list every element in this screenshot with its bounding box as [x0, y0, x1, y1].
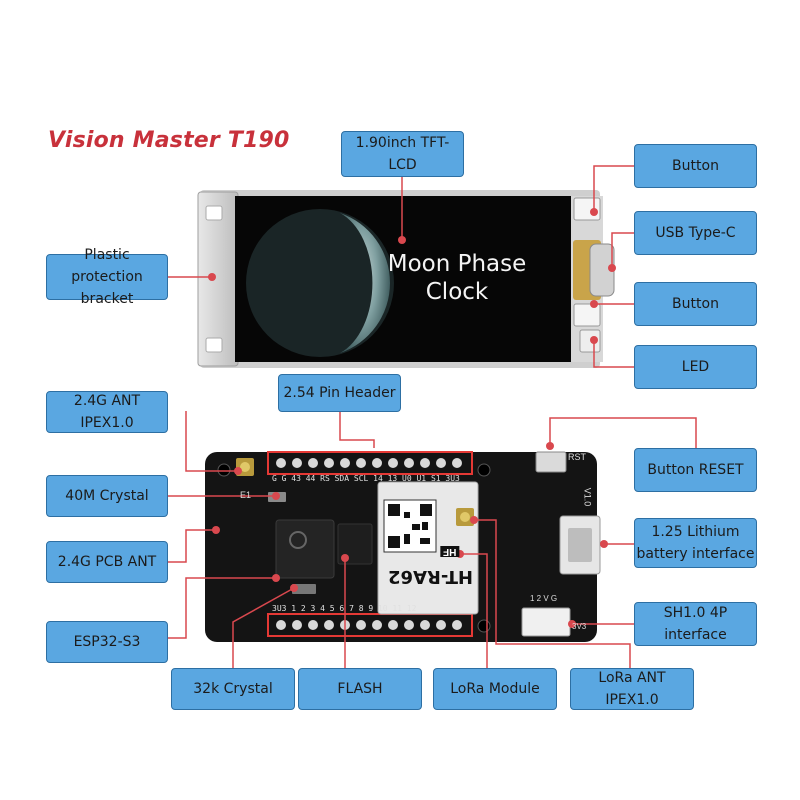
- screen-line-1: Moon Phase: [387, 251, 527, 277]
- label-crystal-40m: 40M Crystal: [46, 475, 168, 517]
- silk-sh: 1 2 V G: [530, 594, 558, 603]
- screen-text: Moon Phase Clock: [372, 250, 542, 306]
- module-name: HT-RA62: [388, 566, 474, 587]
- label-esp32: ESP32-S3: [46, 621, 168, 663]
- label-ant-24g: 2.4G ANT IPEX1.0: [46, 391, 168, 433]
- silk-rst: RST: [568, 452, 586, 462]
- label-pcb-ant: 2.4G PCB ANT: [46, 541, 168, 583]
- label-bracket-line-1: Plastic protection: [71, 247, 143, 285]
- label-flash: FLASH: [298, 668, 422, 710]
- label-button-mid: Button: [634, 282, 757, 326]
- label-lora-module: LoRa Module: [433, 668, 557, 710]
- label-pin-header: 2.54 Pin Header: [278, 374, 401, 412]
- label-sh10: SH1.0 4P interface: [634, 602, 757, 646]
- pcb-board: [205, 451, 601, 642]
- leader-lines: [168, 165, 697, 668]
- top-pin-silk: G G 43 44 RS SDA SCL 14 13 U0 U1 S1 3U3: [272, 474, 460, 483]
- silk-3v3: 3V3: [572, 622, 587, 631]
- bottom-pin-header: [267, 613, 473, 637]
- bottom-pin-silk: 3U3 1 2 3 4 5 6 7 8 9 10 11 12: [272, 604, 417, 613]
- label-lithium-line-2: battery interface: [636, 546, 755, 562]
- label-button-top: Button: [634, 144, 757, 188]
- sh10-connector: [521, 607, 571, 637]
- crystal-32k-part: [292, 584, 316, 594]
- reset-button-part: [535, 451, 567, 473]
- label-usb-type-c: USB Type-C: [634, 211, 757, 255]
- label-bracket-line-2: bracket: [80, 291, 134, 307]
- silk-e1: E1: [240, 490, 252, 500]
- esp32-chip: [275, 519, 335, 579]
- label-button-reset: Button RESET: [634, 448, 757, 492]
- top-pin-header: [267, 451, 473, 475]
- label-lora-ant: LoRa ANT IPEX1.0: [570, 668, 694, 710]
- label-lithium: 1.25 Lithium battery interface: [634, 518, 757, 568]
- module-badge: HF: [440, 546, 460, 557]
- button-mid-part: [573, 303, 601, 327]
- silk-version: V1.0: [582, 487, 593, 507]
- label-lithium-line-1: 1.25 Lithium: [651, 524, 740, 540]
- diagram-title: Vision Master T190: [48, 128, 290, 153]
- moon-crescent: [340, 213, 390, 353]
- moon-shadow: [246, 209, 394, 357]
- label-crystal-32k: 32k Crystal: [171, 668, 295, 710]
- label-lcd: 1.90inch TFT-LCD: [341, 131, 464, 177]
- flash-chip: [337, 523, 373, 565]
- screen-line-2: Clock: [425, 279, 489, 305]
- label-bracket: Plastic protection bracket: [46, 247, 168, 307]
- led-part: [579, 329, 601, 353]
- label-led: LED: [634, 345, 757, 389]
